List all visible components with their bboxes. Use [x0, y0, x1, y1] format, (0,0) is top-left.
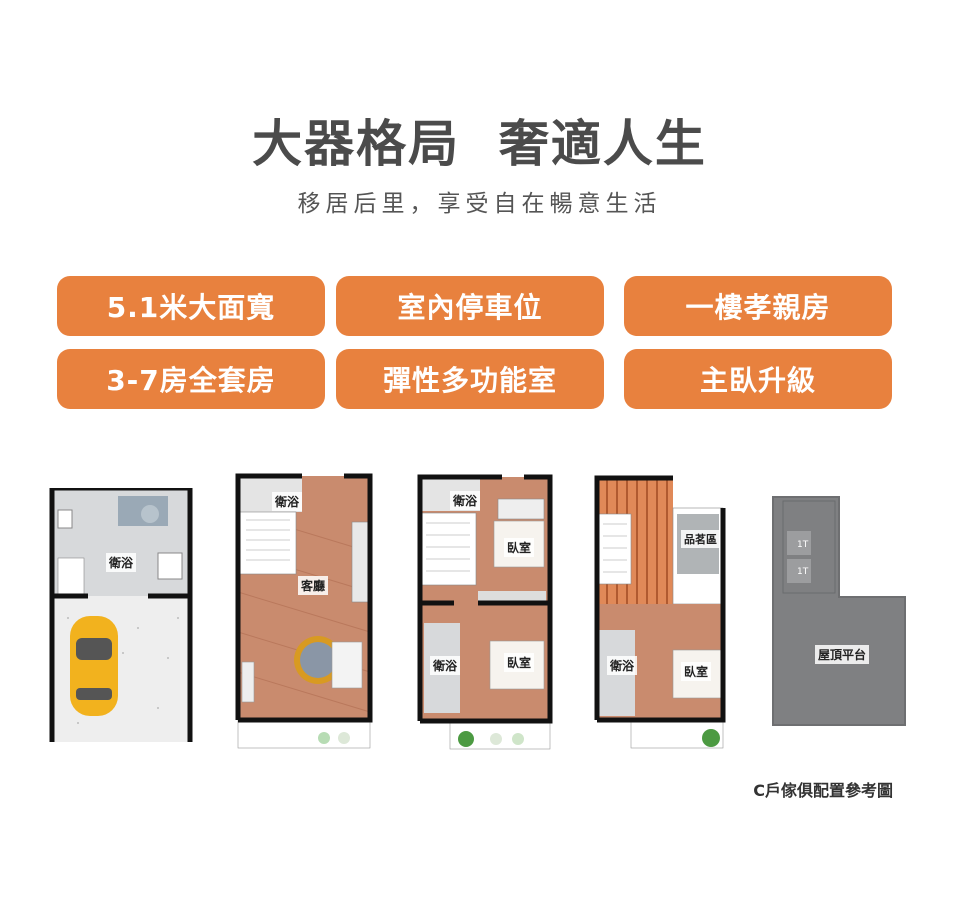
feature-badge-width: 5.1米大面寬	[57, 276, 325, 336]
room-label-bedroom: 臥室	[681, 662, 712, 681]
layout-caption: C戶傢俱配置參考圖	[753, 781, 893, 800]
floor-plan-3f-drawing	[417, 474, 553, 750]
room-label-bath: 衛浴	[607, 656, 638, 675]
feature-badge-suites: 3-7房全套房	[57, 349, 325, 409]
page-subtitle: 移居后里，享受自在暢意生活	[297, 191, 662, 217]
room-label-bath-low: 衛浴	[430, 656, 461, 675]
room-label-bedroom-top: 臥室	[504, 538, 535, 557]
room-label-roof: 屋頂平台	[815, 645, 870, 664]
floor-plan-2f: 衛浴 客廳	[232, 472, 376, 752]
feature-badge-multi-room: 彈性多功能室	[336, 349, 604, 409]
room-label-tea: 品茗區	[681, 530, 720, 548]
room-label-bath: 衛浴	[106, 553, 137, 572]
room-label-living: 客廳	[298, 576, 329, 595]
feature-badge-elder-room: 一樓孝親房	[624, 276, 892, 336]
roof-mark-b: 1T	[797, 567, 809, 577]
roof-mark-a: 1T	[797, 540, 809, 550]
floor-plan-roof: 1T 1T 屋頂平台	[767, 493, 913, 731]
floor-plan-1f: 衛浴	[48, 488, 194, 742]
page-title: 大器格局 奢適人生	[252, 114, 707, 173]
floor-plan-4f-drawing	[594, 475, 726, 749]
room-label-bath: 衛浴	[272, 492, 303, 511]
room-label-bedroom-low: 臥室	[504, 653, 535, 672]
room-label-bath-top: 衛浴	[450, 491, 481, 510]
floor-plan-4f: 品茗區 衛浴 臥室	[593, 474, 735, 752]
floor-plan-1f-drawing	[49, 488, 193, 742]
floor-plan-3f: 衛浴 臥室 衛浴 臥室	[414, 473, 556, 751]
feature-badge-master: 主臥升級	[624, 349, 892, 409]
floor-plan-2f-drawing	[235, 473, 373, 749]
feature-badge-parking: 室內停車位	[336, 276, 604, 336]
floor-plan-roof-drawing	[772, 496, 906, 726]
